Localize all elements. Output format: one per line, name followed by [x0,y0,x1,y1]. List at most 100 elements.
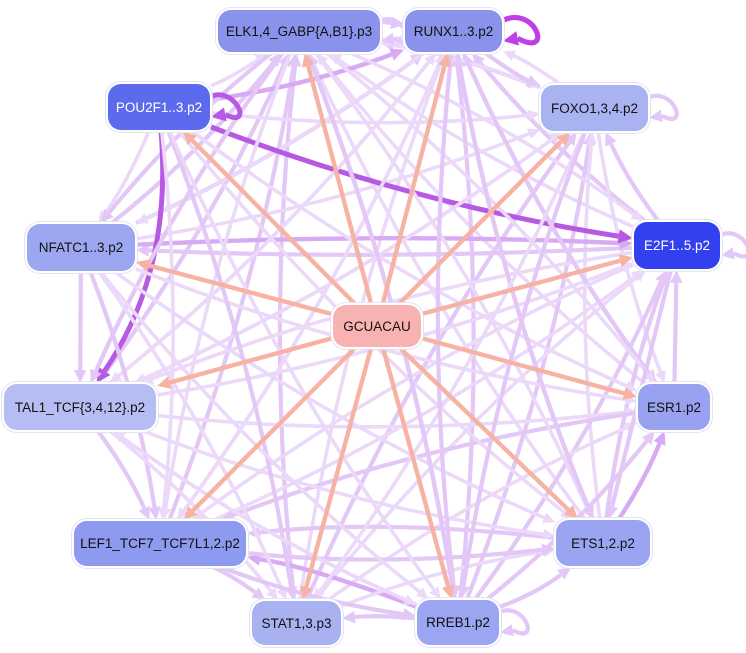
arrowhead [721,247,735,260]
arrowhead [585,132,597,145]
node-ets[interactable]: ETS1,2.p2 [556,520,650,566]
arrowhead [415,587,429,599]
edge-mir-lef [183,346,357,520]
arrowhead [643,370,655,383]
edge-mir-pou [182,131,357,306]
arrowhead [655,370,666,383]
edge-pou-esr [190,129,637,391]
arrowhead [542,528,555,540]
arrowhead [527,109,540,121]
edge-lef-rreb [220,565,416,621]
edge-pou-foxo [210,109,540,125]
edge-nfatc-elk [110,53,282,225]
edge-runx-tal [109,51,438,383]
node-nfatc[interactable]: NFATC1..3.p2 [27,224,135,271]
edge-tal-ets [142,429,555,540]
arrowhead [500,624,514,637]
arrowhead [141,373,155,384]
arrowhead [503,31,519,46]
arrowhead [136,259,151,272]
edge-rreb-ets [499,567,572,609]
arrowhead [525,74,540,87]
arrowhead [96,367,111,383]
self-loop-pou [206,92,243,122]
edge-nfatc-ets [113,270,555,523]
arrowhead [618,254,633,267]
node-lef[interactable]: LEF1_TCF7_TCF7L1,2.p2 [74,521,246,566]
arrowhead [177,507,189,520]
edge-pou-tal [96,130,166,383]
edge-lef-stat [212,565,266,600]
edge-esr-lef [220,410,638,522]
edge-pou-rreb [167,130,441,599]
edge-mir-nfatc [136,259,333,317]
arrowhead [670,270,683,284]
node-esr[interactable]: ESR1.p2 [638,384,710,430]
edge-mir-foxo [397,132,571,306]
edge-runx-ets [455,52,594,519]
arrowhead [429,586,441,599]
arrowhead [541,543,555,556]
edge-e2f-tal [141,250,634,384]
arrowhead [288,53,302,67]
edge-elk-nfatc [100,51,273,223]
arrowhead [266,587,279,600]
edge-mir-tal [157,336,333,389]
arrowhead [300,585,313,600]
arrowhead [503,50,516,61]
edge-ets-foxo [582,132,602,520]
self-loop-e2f [716,231,746,260]
arrowhead [159,507,172,520]
arrowhead [183,506,198,520]
arrowhead [90,368,102,383]
arrowhead [653,431,666,446]
arrowhead [438,53,451,68]
node-label: GCUACAU [343,318,411,334]
arrowhead [617,229,633,244]
edge-stat-elk [277,53,302,601]
arrowhead [182,131,197,145]
node-elk[interactable]: ELK1,4_GABP{A,B1}.p3 [218,10,380,52]
edge-esr-e2f [670,270,683,384]
node-label: ELK1,4_GABP{A,B1}.p3 [225,23,373,39]
edge-elk-lef [159,52,293,520]
edge-mir-esr [421,336,637,400]
arrowhead [606,504,619,519]
arrowhead [138,505,150,520]
edge-mir-runx [380,53,451,305]
arrowhead [302,53,315,68]
arrowhead [605,132,617,147]
arrowhead [109,371,123,383]
edge-elk-tal [90,51,285,383]
node-label: ESR1.p2 [646,399,702,415]
arrowhead [136,244,150,257]
node-rreb[interactable]: RREB1.p2 [417,600,499,645]
arrowhead [542,512,555,523]
node-tal[interactable]: TAL1_TCF{3,4,12}.p2 [4,384,156,430]
node-label: FOXO1,3,4.p2 [550,100,639,116]
arrowhead [148,506,161,520]
arrowhead [457,585,470,599]
node-center-motif-mir[interactable]: GCUACAU [333,305,421,347]
arrowhead [211,107,227,122]
edge-runx-lef [177,52,446,520]
edge-foxo-rreb [457,131,588,599]
arrowhead [582,504,594,519]
arrowhead [381,32,395,45]
node-pou[interactable]: POU2F1..3.p2 [108,84,210,130]
node-e2f[interactable]: E2F1..5.p2 [634,222,720,269]
node-label: NFATC1..3.p2 [38,240,124,255]
edge-rreb-tal [113,431,417,606]
node-foxo[interactable]: FOXO1,3,4.p2 [541,85,648,131]
arrowhead [527,128,540,139]
node-label: RUNX1..3.p2 [413,23,494,39]
node-runx[interactable]: RUNX1..3.p2 [405,10,502,52]
node-stat[interactable]: STAT1,3.p3 [252,601,341,645]
arrowhead [220,509,236,522]
self-loop-foxo [644,93,679,122]
edge-lef-ets [246,543,555,562]
arrowhead [342,610,356,624]
arrowhead [633,270,647,282]
